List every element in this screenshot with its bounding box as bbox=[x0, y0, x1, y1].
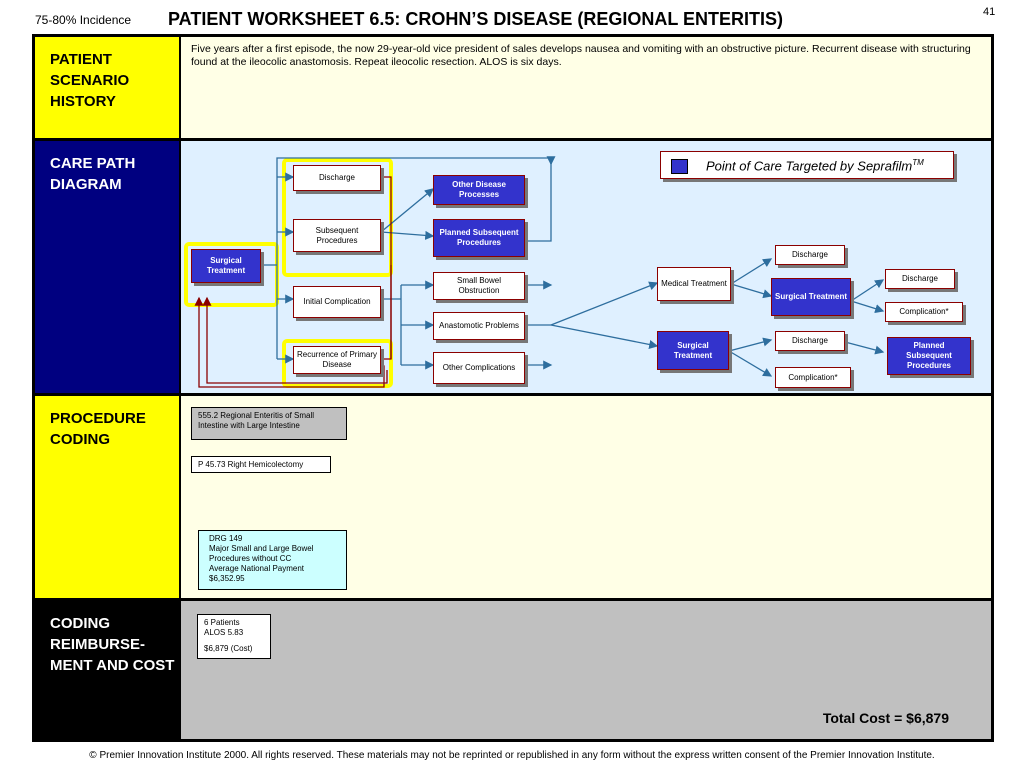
anastomotic-problems-label: Anastomotic Problems bbox=[438, 321, 520, 330]
reimbursement-label: CODING REIMBURSE-MENT AND COST bbox=[35, 601, 179, 739]
initial-complication-node[interactable]: Initial Complication bbox=[293, 286, 381, 318]
other-complications-label: Other Complications bbox=[442, 363, 516, 372]
medical-treatment-node[interactable]: Medical Treatment bbox=[657, 267, 731, 301]
recurrence-label: Recurrence of Primary Disease bbox=[296, 350, 378, 369]
drg-box: DRG 149 Major Small and Large Bowel Proc… bbox=[198, 530, 347, 590]
diagnosis-code-box: 555.2 Regional Enteritis of Small Intest… bbox=[191, 407, 347, 440]
patients-count: 6 Patients bbox=[204, 618, 240, 627]
small-bowel-obstruction-node[interactable]: Small Bowel Obstruction bbox=[433, 272, 525, 300]
reimbursement-section: CODING REIMBURSE-MENT AND COST 6 Patient… bbox=[35, 601, 991, 739]
complication-1-label: Complication* bbox=[899, 307, 949, 316]
surgical-treatment-node-3[interactable]: Surgical Treatment bbox=[657, 331, 729, 370]
discharge-3-label: Discharge bbox=[901, 274, 938, 283]
reimbursement-content: 6 Patients ALOS 5.83 $6,879 (Cost) Total… bbox=[181, 601, 991, 739]
subsequent-procedures-label: Subsequent Procedures bbox=[315, 225, 359, 245]
care-path-diagram: Surgical Treatment Discharge Subsequent … bbox=[181, 141, 991, 393]
drg-line: DRG 149 bbox=[209, 534, 243, 543]
complication-2-label: Complication* bbox=[788, 372, 838, 382]
surgical-treatment-node-2[interactable]: Surgical Treatment bbox=[771, 278, 851, 316]
page-number: 41 bbox=[983, 6, 996, 18]
surgical-treatment-1-label: Surgical Treatment bbox=[206, 256, 246, 275]
subsequent-procedures-node[interactable]: Subsequent Procedures bbox=[293, 219, 381, 252]
medical-treatment-label: Medical Treatment bbox=[661, 279, 727, 288]
history-text: Five years after a first episode, the no… bbox=[191, 43, 971, 68]
legend-swatch bbox=[671, 159, 688, 174]
other-complications-node[interactable]: Other Complications bbox=[433, 352, 525, 384]
history-label: PATIENT SCENARIO HISTORY bbox=[35, 37, 179, 138]
planned-subsequent-1-label: Planned Subsequent Procedures bbox=[439, 228, 519, 247]
complication-node-2[interactable]: Complication* bbox=[775, 367, 851, 388]
anastomotic-problems-node[interactable]: Anastomotic Problems bbox=[433, 312, 525, 340]
care-path-section: CARE PATH DIAGRAM bbox=[35, 141, 991, 393]
copyright-footer: © Premier Innovation Institute 2000. All… bbox=[89, 750, 935, 761]
drg-line: Procedures without CC bbox=[209, 554, 292, 563]
history-section: PATIENT SCENARIO HISTORY Five years afte… bbox=[35, 37, 991, 138]
discharge-4-label: Discharge bbox=[791, 336, 828, 345]
discharge-node-3[interactable]: Discharge bbox=[885, 269, 955, 289]
history-content: Five years after a first episode, the no… bbox=[181, 37, 991, 138]
discharge-node-1[interactable]: Discharge bbox=[293, 165, 381, 191]
planned-subsequent-node-1[interactable]: Planned Subsequent Procedures bbox=[433, 219, 525, 257]
incidence-label: 75-80% Incidence bbox=[35, 13, 132, 27]
discharge-node-2[interactable]: Discharge bbox=[775, 245, 845, 265]
legend-trademark: TM bbox=[912, 158, 924, 167]
other-disease-processes-label: Other Disease Processes bbox=[452, 180, 506, 199]
procedure-coding-content: 555.2 Regional Enteritis of Small Intest… bbox=[181, 396, 991, 598]
surgical-treatment-3-label: Surgical Treatment bbox=[673, 340, 713, 360]
discharge-2-label: Discharge bbox=[791, 250, 828, 259]
worksheet-frame: PATIENT SCENARIO HISTORY Five years afte… bbox=[32, 34, 994, 742]
seprafilm-legend: Point of Care Targeted by SeprafilmTM bbox=[660, 151, 954, 179]
small-bowel-obstruction-label: Small Bowel Obstruction bbox=[456, 276, 501, 295]
discharge-node-4[interactable]: Discharge bbox=[775, 331, 845, 351]
planned-subsequent-node-2[interactable]: Planned Subsequent Procedures bbox=[887, 337, 971, 375]
legend-text: Point of Care Targeted by SeprafilmTM bbox=[706, 158, 924, 173]
cost-box: 6 Patients ALOS 5.83 $6,879 (Cost) bbox=[197, 614, 271, 659]
drg-line: Average National Payment bbox=[209, 564, 305, 573]
total-cost: Total Cost = $6,879 bbox=[822, 710, 949, 726]
complication-node-1[interactable]: Complication* bbox=[885, 302, 963, 322]
highlight-recurrence bbox=[282, 339, 393, 388]
surgical-treatment-node-1[interactable]: Surgical Treatment bbox=[191, 249, 261, 283]
surgical-treatment-2-label: Surgical Treatment bbox=[774, 292, 848, 301]
drg-line: Major Small and Large Bowel bbox=[209, 544, 314, 553]
alos-value: ALOS 5.83 bbox=[204, 628, 244, 637]
care-path-connectors bbox=[194, 156, 885, 388]
procedure-code-box: P 45.73 Right Hemicolectomy bbox=[191, 456, 331, 473]
discharge-1-label: Discharge bbox=[318, 173, 355, 182]
cost-value: $6,879 (Cost) bbox=[204, 644, 253, 653]
care-path-label: CARE PATH DIAGRAM bbox=[35, 141, 179, 393]
planned-subsequent-2-label: Planned Subsequent Procedures bbox=[906, 341, 952, 370]
initial-complication-label: Initial Complication bbox=[303, 297, 371, 306]
procedure-coding-section: PROCEDURE CODING 555.2 Regional Enteriti… bbox=[35, 396, 991, 598]
drg-line: $6,352.95 bbox=[209, 574, 245, 583]
procedure-coding-label: PROCEDURE CODING bbox=[35, 396, 179, 598]
recurrence-node[interactable]: Recurrence of Primary Disease bbox=[293, 346, 381, 374]
other-disease-processes-node[interactable]: Other Disease Processes bbox=[433, 175, 525, 205]
page-title: PATIENT WORKSHEET 6.5: CROHN’S DISEASE (… bbox=[168, 9, 784, 29]
legend-label: Point of Care Targeted by Seprafilm bbox=[706, 158, 913, 174]
